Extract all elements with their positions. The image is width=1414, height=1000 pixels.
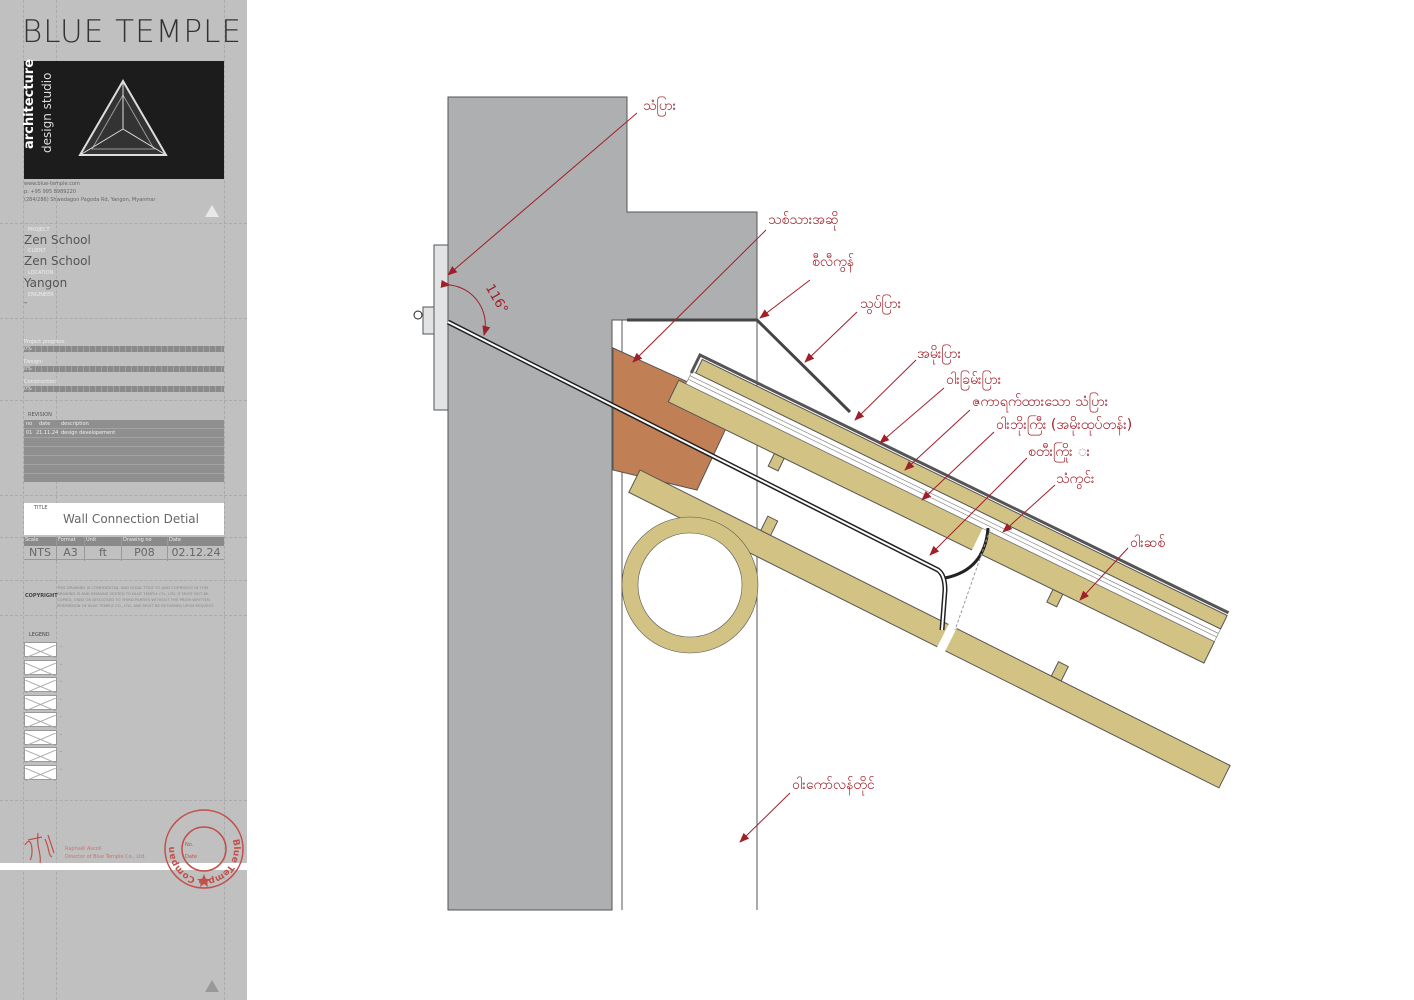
triangle-icon [205,980,219,992]
triangle-icon [205,205,219,217]
concrete-wall [447,96,758,911]
signer-name: Raphaël Ascoli [65,846,102,852]
signature [24,832,55,864]
title-block: BLUE TEMPLE architecture design studio w… [0,0,247,1000]
leader-arrow [759,279,811,319]
revision-description: design developement [61,430,116,436]
signer-title: Director of Blue Temple Co., Ltd. [65,854,146,860]
engineer-label: ENGINEER [28,292,54,298]
roof-assembly [667,352,1230,664]
phone: p: +95 995 8989220 [24,189,76,195]
revision-label: REVISION [28,412,52,418]
legend-swatch: - [24,694,62,711]
drawing-title: Wall Connection Detial [63,512,199,526]
website[interactable]: www.blue-temple.com [24,181,80,187]
revision-date: 21.11.24 [36,430,59,436]
leader-arrow [447,112,638,276]
annotation-label: သံကွင်း [1056,471,1095,489]
construction-label: Construction: [24,379,58,385]
project-progress-bar: 0% [24,346,224,352]
legend-swatch: - [24,677,62,694]
studio-logo: architecture design studio [22,59,224,179]
company-stamp: Blue Temple Company Limited No. Date [163,808,244,889]
project-value: Zen School [24,233,91,247]
zinc-flashing [627,318,852,414]
project-label: PROJECT [28,227,50,233]
annotation-label: သစ်သားအဆို [768,212,839,230]
legend-swatch: - [24,712,62,729]
annotation-label: သံပြား [643,97,677,116]
leader-arrow [739,792,791,843]
client-label: CLIENT [28,248,46,254]
leader-arrow [904,409,971,471]
construction-progress-bar: 0% [24,386,224,392]
turnbuckle-icon [413,310,423,320]
annotation-label: ဝါးဆစ် [1130,535,1165,551]
drawing-title-box: TITLE Wall Connection Detial [24,503,224,535]
location-value: Yangon [24,276,68,290]
leader-arrow [1002,484,1056,533]
copyright-text: THIS DRAWING IS CONFIDENTIAL AND LEGAL T… [57,585,215,608]
triangle-logo-icon [78,79,168,156]
steel-plate [433,244,449,411]
leader-arrow [929,457,1028,556]
bamboo-column [622,517,758,653]
legend-swatch: - [24,764,62,781]
bamboo-rafter [628,469,1231,789]
legend-swatch: - [24,659,62,676]
svg-text:Date: Date [185,854,197,860]
address: (284/286) Shwedagon Pagoda Rd, Yangon, M… [24,197,156,203]
annotation-label: ဇကာရက်ထားသော သံပြား [972,393,1109,412]
design-progress-bar: 0% [24,366,224,372]
legend-label: LEGEND [29,632,50,638]
svg-text:No.: No. [185,842,194,848]
client-value: Zen School [24,254,91,268]
leader-arrow [632,229,767,363]
copyright-label: COPYRIGHT [25,593,58,599]
leader-arrow [921,431,995,501]
annotation-label: သွပ်ပြား [860,295,902,314]
leader-arrow [804,311,858,363]
legend-swatch: - [24,729,62,746]
leader-arrow [854,359,917,421]
annotation-label: ဝါးဘိုးကြီး (အမိုးထုပ်တန်း) [996,416,1132,435]
annotation-label: စီလီကွန် [812,254,854,272]
legend-swatch: - [24,642,62,659]
annotation-label: ဝါးကော်လန်တိုင် [792,777,875,795]
revision-no: 01 [26,430,33,436]
annotation-label: စတီးကြိုး း [1028,443,1091,462]
revision-table: no date description 01 21.11.24 design d… [24,420,224,482]
leader-arrow [1079,547,1129,601]
annotations: သံပြားသစ်သားအဆိုစီလီကွန်သွပ်ပြားအမိုးပြာ… [447,97,1165,843]
legend-swatch: - [24,747,62,764]
annotation-label: အမိုးပြား [917,345,961,364]
design-label: Design: [24,359,43,365]
engineer-value: - [24,298,28,308]
progress-label: Project progress: [24,339,66,345]
brand-name: BLUE TEMPLE [22,14,242,50]
location-label: LOCATION [28,270,54,276]
leader-arrow [879,387,945,444]
annotation-label: ဝါးခြမ်းပြား [946,371,1002,390]
